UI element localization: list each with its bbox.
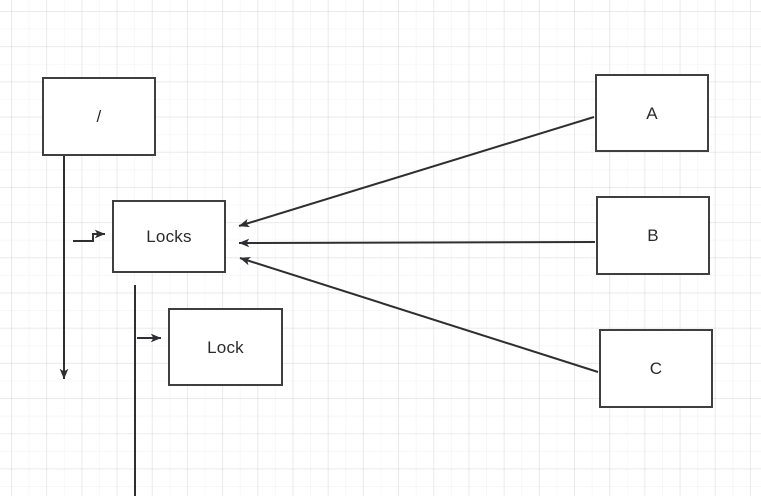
node-lock[interactable]: Lock [168, 308, 283, 386]
edge-a-to-locks[interactable] [238, 116, 595, 228]
node-c-label: C [649, 359, 663, 378]
node-root-label: / [96, 107, 102, 126]
node-root[interactable]: / [42, 77, 156, 156]
edge-b-to-locks[interactable] [238, 238, 596, 248]
node-a-label: A [646, 103, 658, 123]
node-locks-label: Locks [146, 227, 192, 246]
edge-into-locks[interactable] [73, 229, 106, 242]
node-a[interactable]: A [595, 74, 709, 152]
node-locks[interactable]: Locks [112, 200, 226, 273]
node-lock-label: Lock [207, 337, 244, 357]
edge-c-to-locks[interactable] [239, 256, 599, 373]
node-b-label: B [647, 226, 659, 245]
node-b[interactable]: B [596, 196, 710, 275]
node-c[interactable]: C [599, 329, 713, 408]
